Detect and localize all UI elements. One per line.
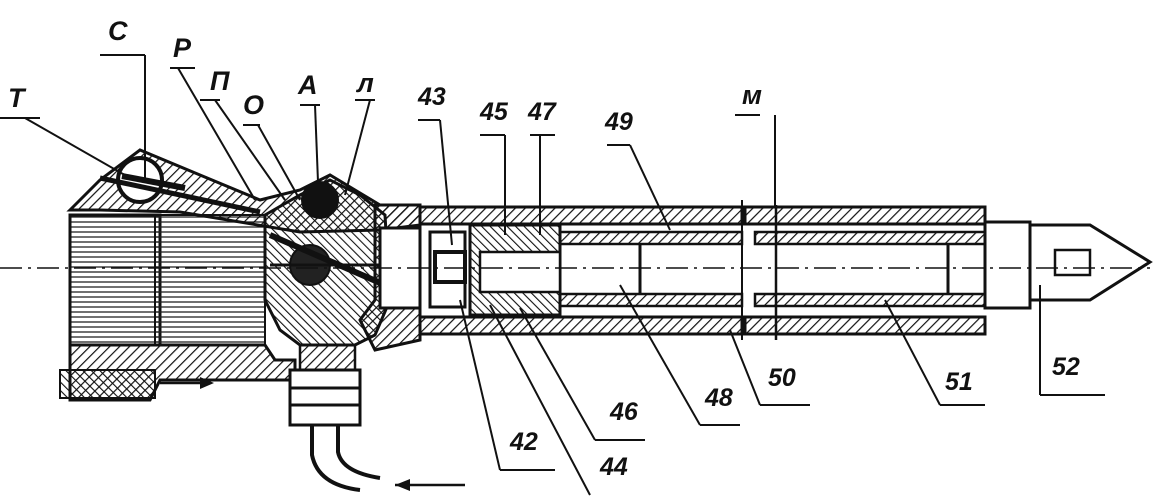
label-46: 46 [610,398,638,426]
label-t: Т [8,83,25,113]
label-51: 51 [945,368,973,396]
label-p: П [210,66,230,96]
label-a: А [298,70,318,100]
inner-nozzle-parts [428,200,1032,340]
label-m: м [742,80,762,110]
supply-fitting [288,343,465,492]
label-52: 52 [1052,353,1080,381]
label-42: 42 [510,428,538,456]
label-44: 44 [600,453,628,481]
label-49: 49 [605,108,633,136]
housing-body [59,148,422,402]
label-l: л [357,68,374,98]
label-50: 50 [768,364,796,392]
leader-lines [0,54,1105,496]
label-o: О [243,90,265,120]
conical-tip [1028,223,1153,302]
valve-block [263,178,392,347]
label-r: Р [173,33,192,63]
flow-arrow [160,377,214,389]
label-43: 43 [418,83,446,111]
label-45: 45 [480,98,508,126]
label-48: 48 [705,384,733,412]
label-s: С [108,16,128,46]
label-47: 47 [528,98,556,126]
